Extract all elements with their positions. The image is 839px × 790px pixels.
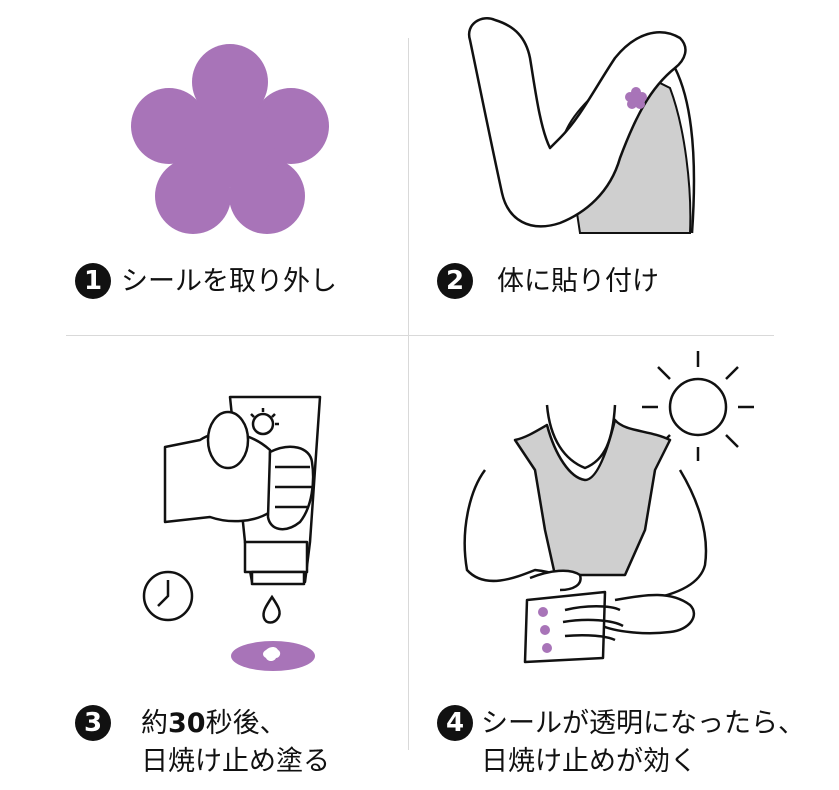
step-number-badge: 4 [437, 705, 473, 741]
step-2: 2 体に貼り付け [437, 263, 659, 301]
step-number-badge: 1 [75, 263, 111, 299]
step-number-badge: 3 [75, 705, 111, 741]
step-label: 約30秒後、 日焼け止め塗る [141, 705, 330, 781]
clock-icon [142, 570, 194, 622]
horizontal-divider [66, 335, 774, 336]
step-label-line1: シールが透明になったら、 [481, 708, 805, 739]
step-label-line2: 日焼け止めが効く [481, 746, 697, 777]
step-label-line2: 日焼け止め塗る [141, 746, 330, 777]
person-with-sticker-sheet-icon [463, 404, 708, 664]
sunscreen-tube-icon [163, 395, 322, 624]
step-1: 1 シールを取り外し [75, 263, 337, 301]
vertical-divider [408, 38, 409, 750]
sunscreen-puddle-icon [231, 641, 315, 671]
step-number-badge: 2 [437, 263, 473, 299]
flower-sticker-icon [131, 44, 329, 234]
step-label: シールを取り外し [121, 266, 337, 297]
step-label: シールが透明になったら、 日焼け止めが効く [481, 705, 805, 781]
step-label-line1: 約30秒後、 [141, 708, 287, 739]
step-3: 3 約30秒後、 日焼け止め塗る [75, 705, 330, 781]
sun-icon [642, 351, 754, 461]
step-label: 体に貼り付け [497, 266, 659, 297]
step-4: 4 シールが透明になったら、 日焼け止めが効く [437, 705, 805, 781]
arm-with-sticker-icon [467, 17, 696, 234]
